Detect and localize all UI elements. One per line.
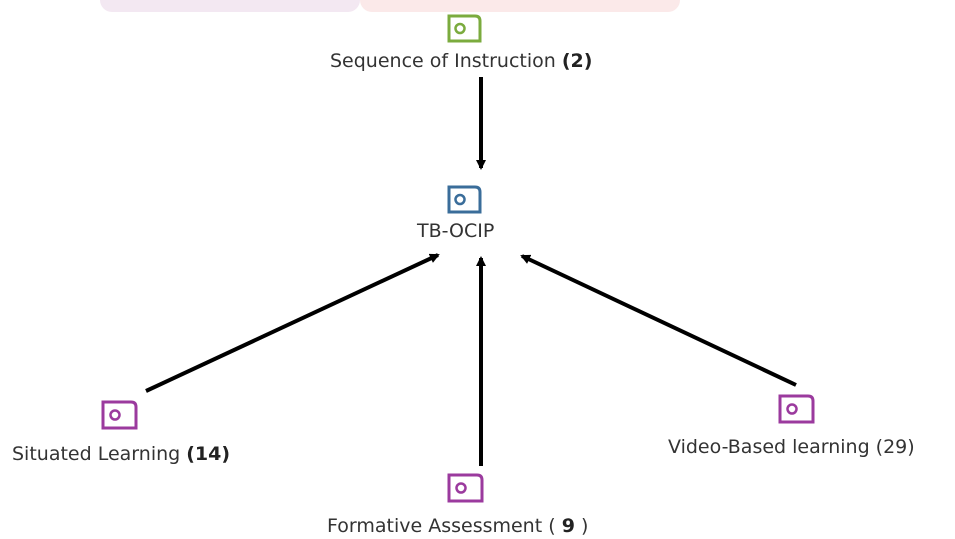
sequence-node-label[interactable]: Sequence of Instruction (2)	[330, 50, 592, 72]
arrow-video-to-center	[520, 254, 797, 387]
sequence-count: (2)	[561, 50, 593, 72]
formative-suffix: )	[580, 515, 589, 537]
formative-code-icon[interactable]	[447, 473, 484, 503]
arrow-situated-to-center	[145, 253, 440, 393]
header-band-right	[360, 0, 680, 12]
formative-node-label[interactable]: Formative Assessment ( 9 )	[327, 515, 588, 537]
video-name: Video-Based learning (29)	[668, 436, 915, 458]
situated-count: (14)	[186, 443, 231, 465]
sequence-code-icon[interactable]	[447, 14, 482, 43]
header-band-left	[100, 0, 360, 12]
video-node-label[interactable]: Video-Based learning (29)	[668, 436, 915, 458]
center-code-icon[interactable]	[447, 185, 482, 214]
center-node-label[interactable]: TB-OCIP	[417, 220, 494, 242]
center-name: TB-OCIP	[417, 220, 495, 242]
formative-count: 9	[561, 515, 575, 537]
formative-name: Formative Assessment (	[327, 515, 556, 537]
video-code-icon[interactable]	[778, 394, 815, 424]
sequence-name: Sequence of Instruction	[330, 50, 556, 72]
situated-node-label[interactable]: Situated Learning (14)	[12, 443, 230, 465]
situated-name: Situated Learning	[12, 443, 181, 465]
situated-code-icon[interactable]	[101, 400, 138, 430]
